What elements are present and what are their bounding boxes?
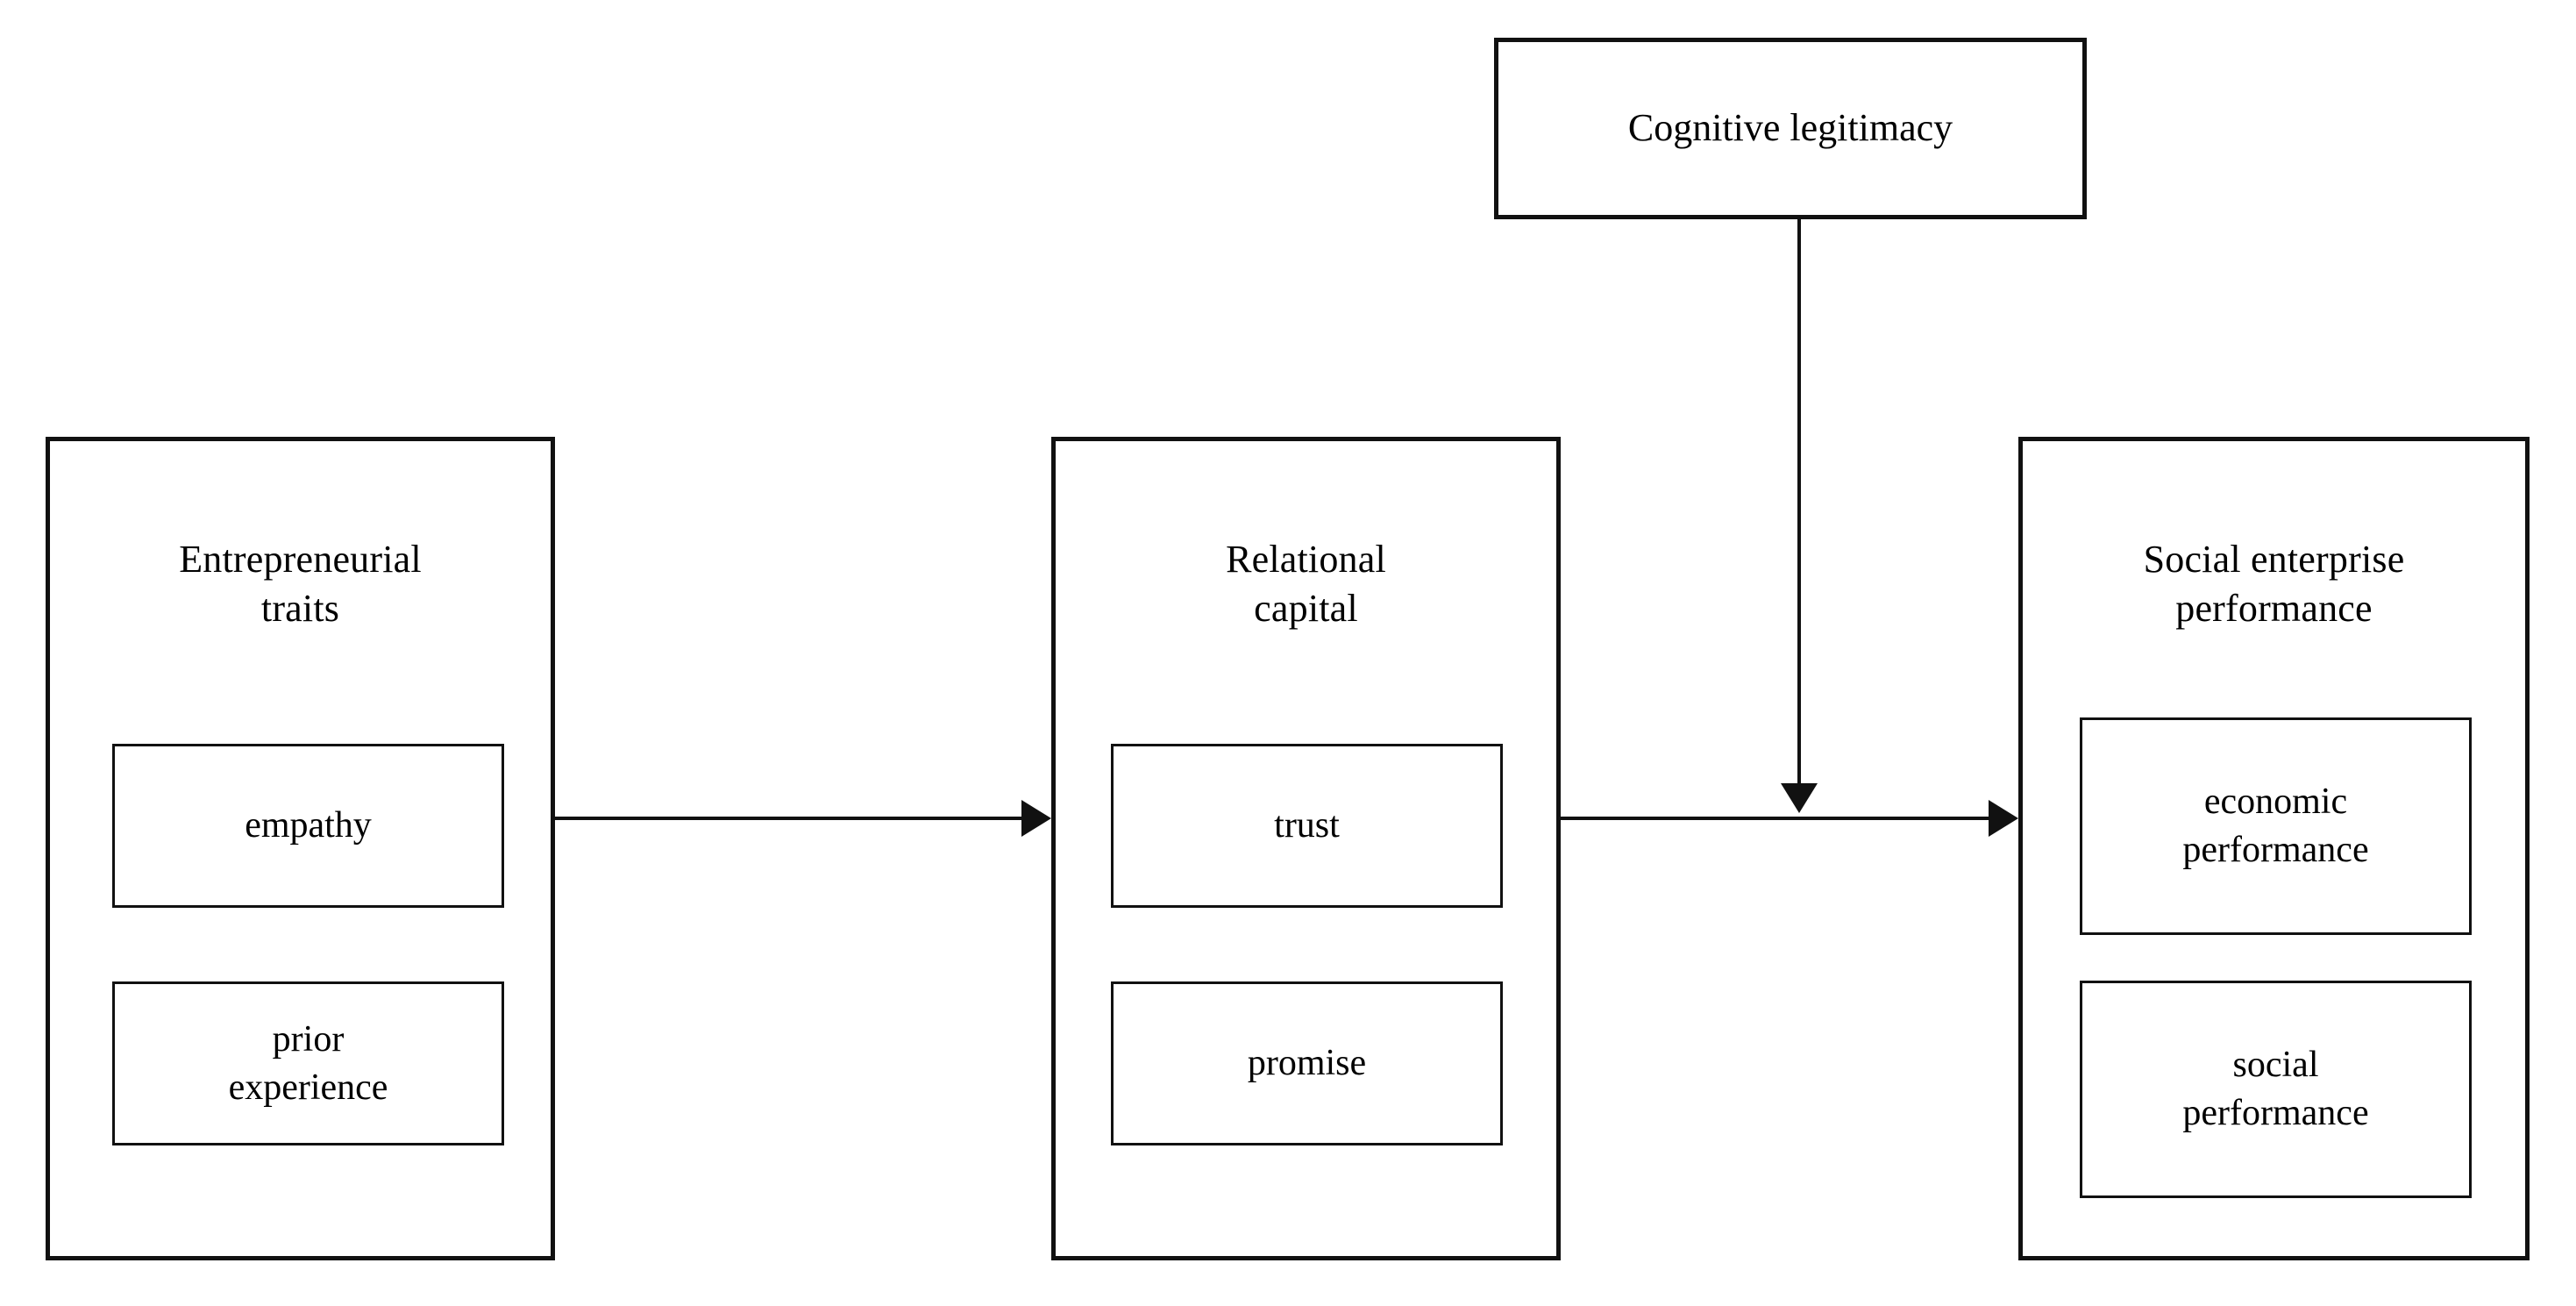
- prior-experience-label-line2: experience: [228, 1067, 388, 1108]
- traits-to-capital-arrow-head: [1021, 800, 1051, 837]
- social-enterprise-performance-title-line2: performance: [2175, 587, 2373, 631]
- promise-label: promise: [1247, 1043, 1367, 1084]
- empathy-label: empathy: [245, 805, 372, 846]
- economic-performance-label-line2: performance: [2182, 830, 2369, 870]
- relational-capital-title-line2: capital: [1254, 587, 1358, 631]
- entrepreneurial-traits-title-line1: Entrepreneurial: [179, 538, 422, 581]
- social-enterprise-performance-title-line1: Social enterprise: [2143, 538, 2405, 581]
- social-enterprise-performance-title: Social enterprise performance: [2023, 535, 2525, 634]
- prior-experience-box: prior experience: [112, 981, 504, 1145]
- legitimacy-moderation-arrow-head: [1781, 783, 1818, 813]
- social-performance-box: social performance: [2080, 981, 2472, 1198]
- economic-performance-box: economic performance: [2080, 717, 2472, 935]
- economic-performance-label-line1: economic: [2203, 781, 2348, 823]
- trust-box: trust: [1111, 744, 1503, 908]
- capital-to-performance-arrow-head: [1989, 800, 2018, 837]
- promise-box: promise: [1111, 981, 1503, 1145]
- entrepreneurial-traits-title-line2: traits: [260, 587, 340, 631]
- empathy-box: empathy: [112, 744, 504, 908]
- traits-to-capital-arrow-line: [555, 817, 1021, 820]
- trust-label: trust: [1274, 805, 1340, 846]
- legitimacy-moderation-arrow-line: [1797, 219, 1801, 783]
- social-performance-label-line2: performance: [2182, 1093, 2369, 1133]
- relational-capital-title: Relational capital: [1056, 535, 1556, 634]
- prior-experience-label-line1: prior: [272, 1018, 345, 1060]
- cognitive-legitimacy-box: Cognitive legitimacy: [1494, 38, 2087, 219]
- social-performance-label-line1: social: [2232, 1045, 2319, 1086]
- relational-capital-title-line1: Relational: [1226, 538, 1386, 581]
- cognitive-legitimacy-label: Cognitive legitimacy: [1627, 106, 1953, 150]
- capital-to-performance-arrow-line: [1561, 817, 1989, 820]
- entrepreneurial-traits-title: Entrepreneurial traits: [50, 535, 551, 634]
